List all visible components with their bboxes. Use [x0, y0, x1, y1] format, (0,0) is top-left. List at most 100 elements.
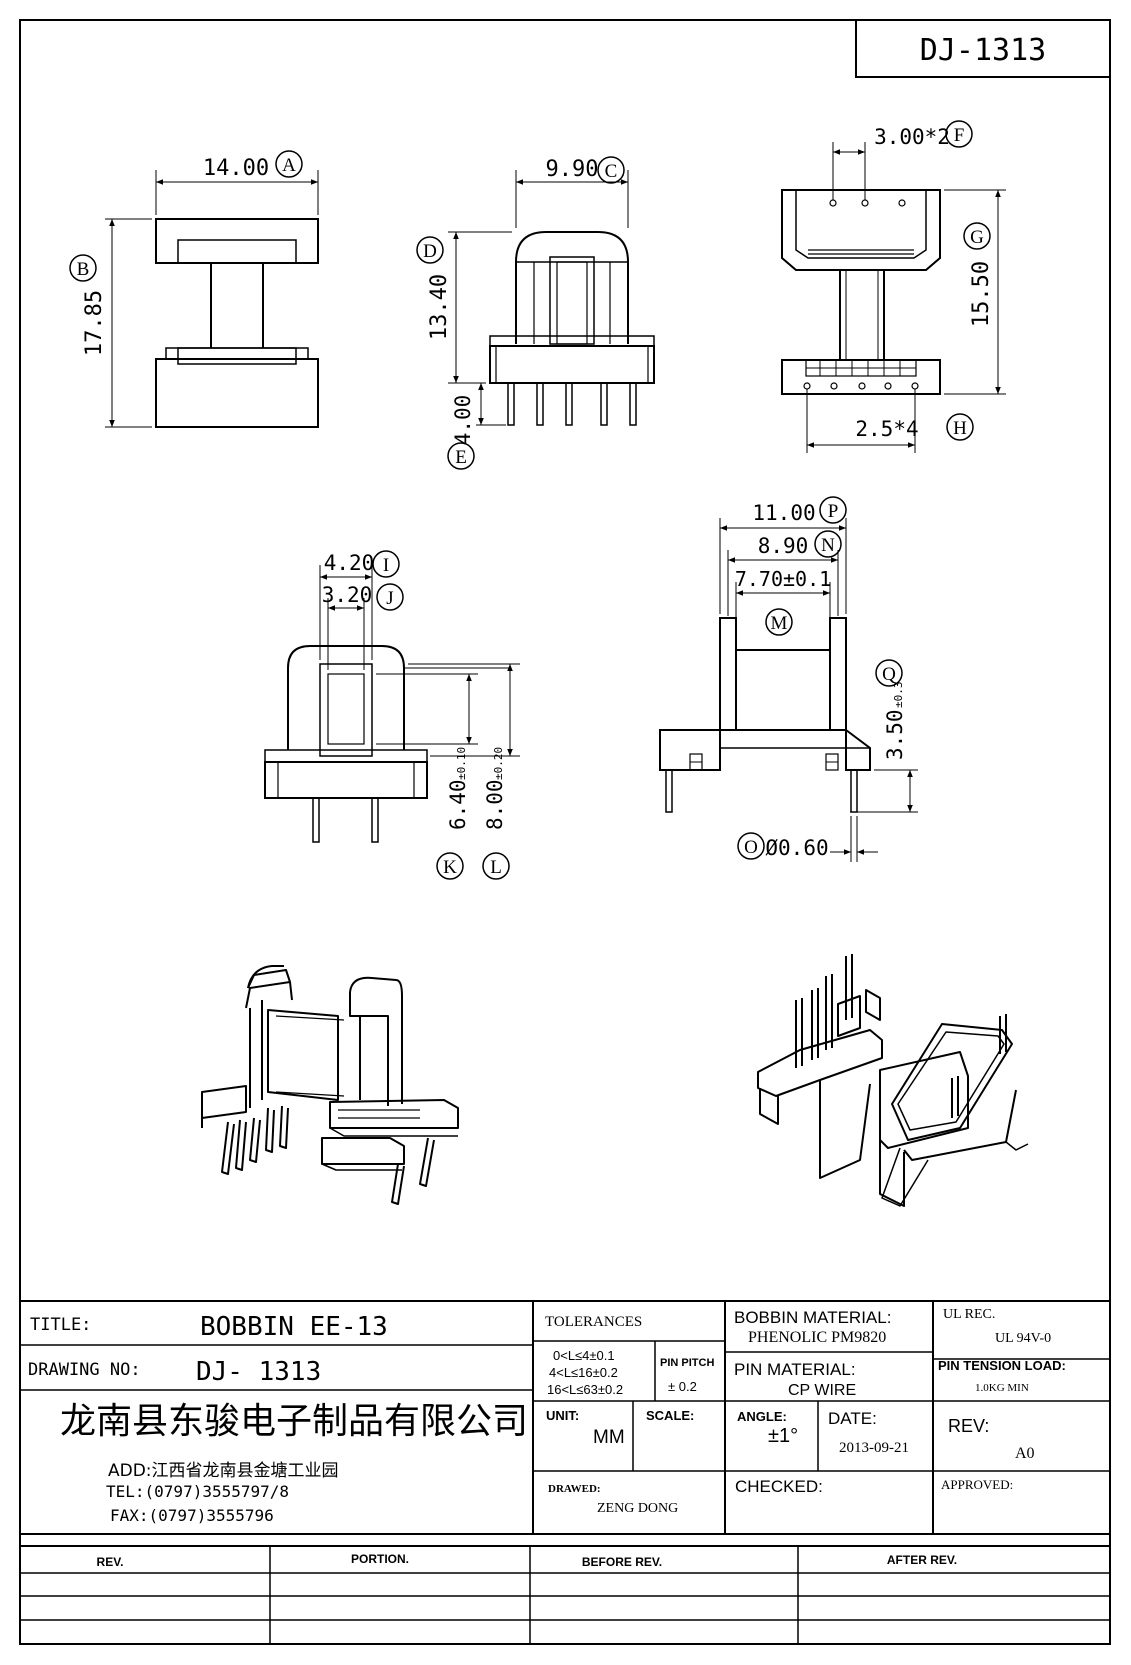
ul-rec-value: UL 94V-0	[995, 1331, 1051, 1346]
dimension-d-tag: D	[416, 236, 444, 264]
dimension-o-tag: O	[737, 832, 765, 860]
svg-text:O: O	[744, 837, 758, 858]
tolerances-label: TOLERANCES	[545, 1314, 642, 1330]
svg-text:8.00: 8.00	[483, 779, 507, 830]
dimension-f-tag: F	[945, 120, 973, 148]
unit-value: MM	[593, 1427, 625, 1448]
end-view	[264, 645, 510, 843]
svg-text:C: C	[605, 161, 618, 182]
dimension-j-tag: J	[376, 583, 404, 611]
rev-value: A0	[1015, 1445, 1035, 1462]
tolerance-line-2: 4<L≤16±0.2	[549, 1365, 618, 1380]
dimension-h-tag: H	[946, 413, 974, 441]
tolerance-line-3: 16<L≤63±0.2	[547, 1382, 623, 1397]
side-view	[489, 231, 655, 426]
svg-text:±0.3: ±0.3	[892, 682, 905, 709]
revision-header-rev: REV.	[97, 1555, 124, 1569]
ul-rec-label: UL REC.	[943, 1307, 995, 1322]
isometric-view-left	[201, 965, 459, 1205]
date-value: 2013-09-21	[839, 1440, 909, 1456]
title-value: BOBBIN EE-13	[200, 1312, 388, 1342]
section-view	[659, 617, 871, 813]
pin-material-label: PIN MATERIAL:	[734, 1360, 856, 1379]
title-label: TITLE:	[30, 1315, 91, 1335]
dimension-o-value: Ø0.60	[765, 836, 828, 860]
drawed-label: DRAWED:	[548, 1483, 601, 1495]
isometric-view-right	[757, 954, 1029, 1207]
dimension-h-value: 2.5*4	[855, 417, 918, 441]
drawing-frame	[19, 19, 1111, 1645]
pin-pitch-label: PIN PITCH	[660, 1357, 714, 1369]
bottom-view	[781, 189, 941, 395]
angle-label: ANGLE:	[737, 1409, 787, 1424]
dimension-lines-mnopq	[719, 518, 918, 862]
svg-text:N: N	[821, 535, 835, 556]
drawing-number-box: DJ-1313	[920, 33, 1046, 68]
revision-header-after: AFTER REV.	[887, 1553, 957, 1567]
bobbin-material-value: PHENOLIC PM9820	[748, 1329, 886, 1346]
dimension-c-value: 9.90	[546, 157, 599, 182]
dimension-m-tag: M	[765, 608, 793, 636]
dimension-j-value: 3.20	[322, 583, 373, 607]
dimension-b-tag: B	[69, 254, 97, 282]
pin-tension-value: 1.0KG MIN	[975, 1382, 1029, 1394]
dimension-k-label: 6.40 ±0.10	[446, 747, 470, 830]
svg-text:E: E	[455, 447, 467, 468]
pin-pitch-value: ± 0.2	[668, 1379, 697, 1394]
svg-text:±0.20: ±0.20	[492, 747, 505, 780]
unit-label: UNIT:	[546, 1408, 579, 1423]
dimension-b-value: 17.85	[82, 290, 107, 356]
svg-text:±0.10: ±0.10	[455, 747, 468, 780]
dimension-a-tag: A	[275, 150, 303, 178]
svg-text:A: A	[282, 155, 296, 176]
dimension-i-value: 4.20	[324, 551, 375, 575]
svg-text:K: K	[443, 857, 457, 878]
checked-label: CHECKED:	[735, 1477, 823, 1496]
dimension-lines-ab	[105, 170, 319, 428]
front-view	[155, 218, 319, 428]
bobbin-material-label: BOBBIN MATERIAL:	[734, 1308, 891, 1327]
drawing-no-label: DRAWING NO:	[28, 1360, 141, 1380]
revision-header-before: BEFORE REV.	[582, 1555, 662, 1569]
svg-text:G: G	[970, 227, 984, 248]
dimension-l-tag: L	[482, 852, 510, 880]
svg-text:6.40: 6.40	[446, 779, 470, 830]
company-address: ADD:江西省龙南县金塘工业园	[108, 1461, 339, 1481]
dimension-lines-cde	[448, 170, 629, 426]
dimension-l-label: 8.00 ±0.20	[483, 747, 507, 830]
angle-value: ±1°	[768, 1425, 798, 1447]
dimension-f-value: 3.00*2	[874, 125, 950, 149]
dimension-p-tag: P	[819, 496, 847, 524]
company-name: 龙南县东骏电子制品有限公司	[60, 1401, 528, 1442]
dimension-g-value: 15.50	[969, 261, 994, 327]
svg-text:I: I	[383, 555, 389, 576]
svg-text:M: M	[771, 613, 788, 634]
dimension-lines-fgh	[806, 142, 1006, 453]
company-tel: TEL:(0797)3555797/8	[106, 1482, 289, 1501]
scale-label: SCALE:	[646, 1408, 694, 1423]
dimension-i-tag: I	[372, 550, 400, 578]
dimension-m-value: 7.70±0.1	[735, 567, 831, 591]
rev-label: REV:	[948, 1416, 989, 1436]
approved-label: APPROVED:	[941, 1477, 1013, 1492]
dimension-c-tag: C	[597, 156, 625, 184]
dimension-d-value: 13.40	[427, 274, 452, 340]
drawing-no-value: DJ- 1313	[196, 1357, 321, 1387]
company-fax: FAX:(0797)3555796	[110, 1506, 274, 1525]
pin-tension-label: PIN TENSION LOAD:	[938, 1358, 1066, 1373]
svg-text:Q: Q	[882, 664, 896, 685]
dimension-n-tag: N	[814, 530, 842, 558]
dimension-e-tag: E	[447, 442, 475, 470]
svg-text:F: F	[954, 125, 965, 146]
dimension-q-label: 3.50 ±0.3	[883, 682, 907, 761]
dimension-a-value: 14.00	[203, 156, 269, 181]
drawed-value: ZENG DONG	[597, 1501, 678, 1516]
revision-table-grid	[20, 1545, 1110, 1644]
svg-text:3.50: 3.50	[883, 709, 907, 760]
svg-text:B: B	[77, 259, 90, 280]
dimension-e-value: 4.00	[451, 395, 475, 446]
svg-text:D: D	[423, 241, 437, 262]
pin-material-value: CP WIRE	[788, 1382, 856, 1399]
title-block-grid	[20, 1300, 1110, 1535]
